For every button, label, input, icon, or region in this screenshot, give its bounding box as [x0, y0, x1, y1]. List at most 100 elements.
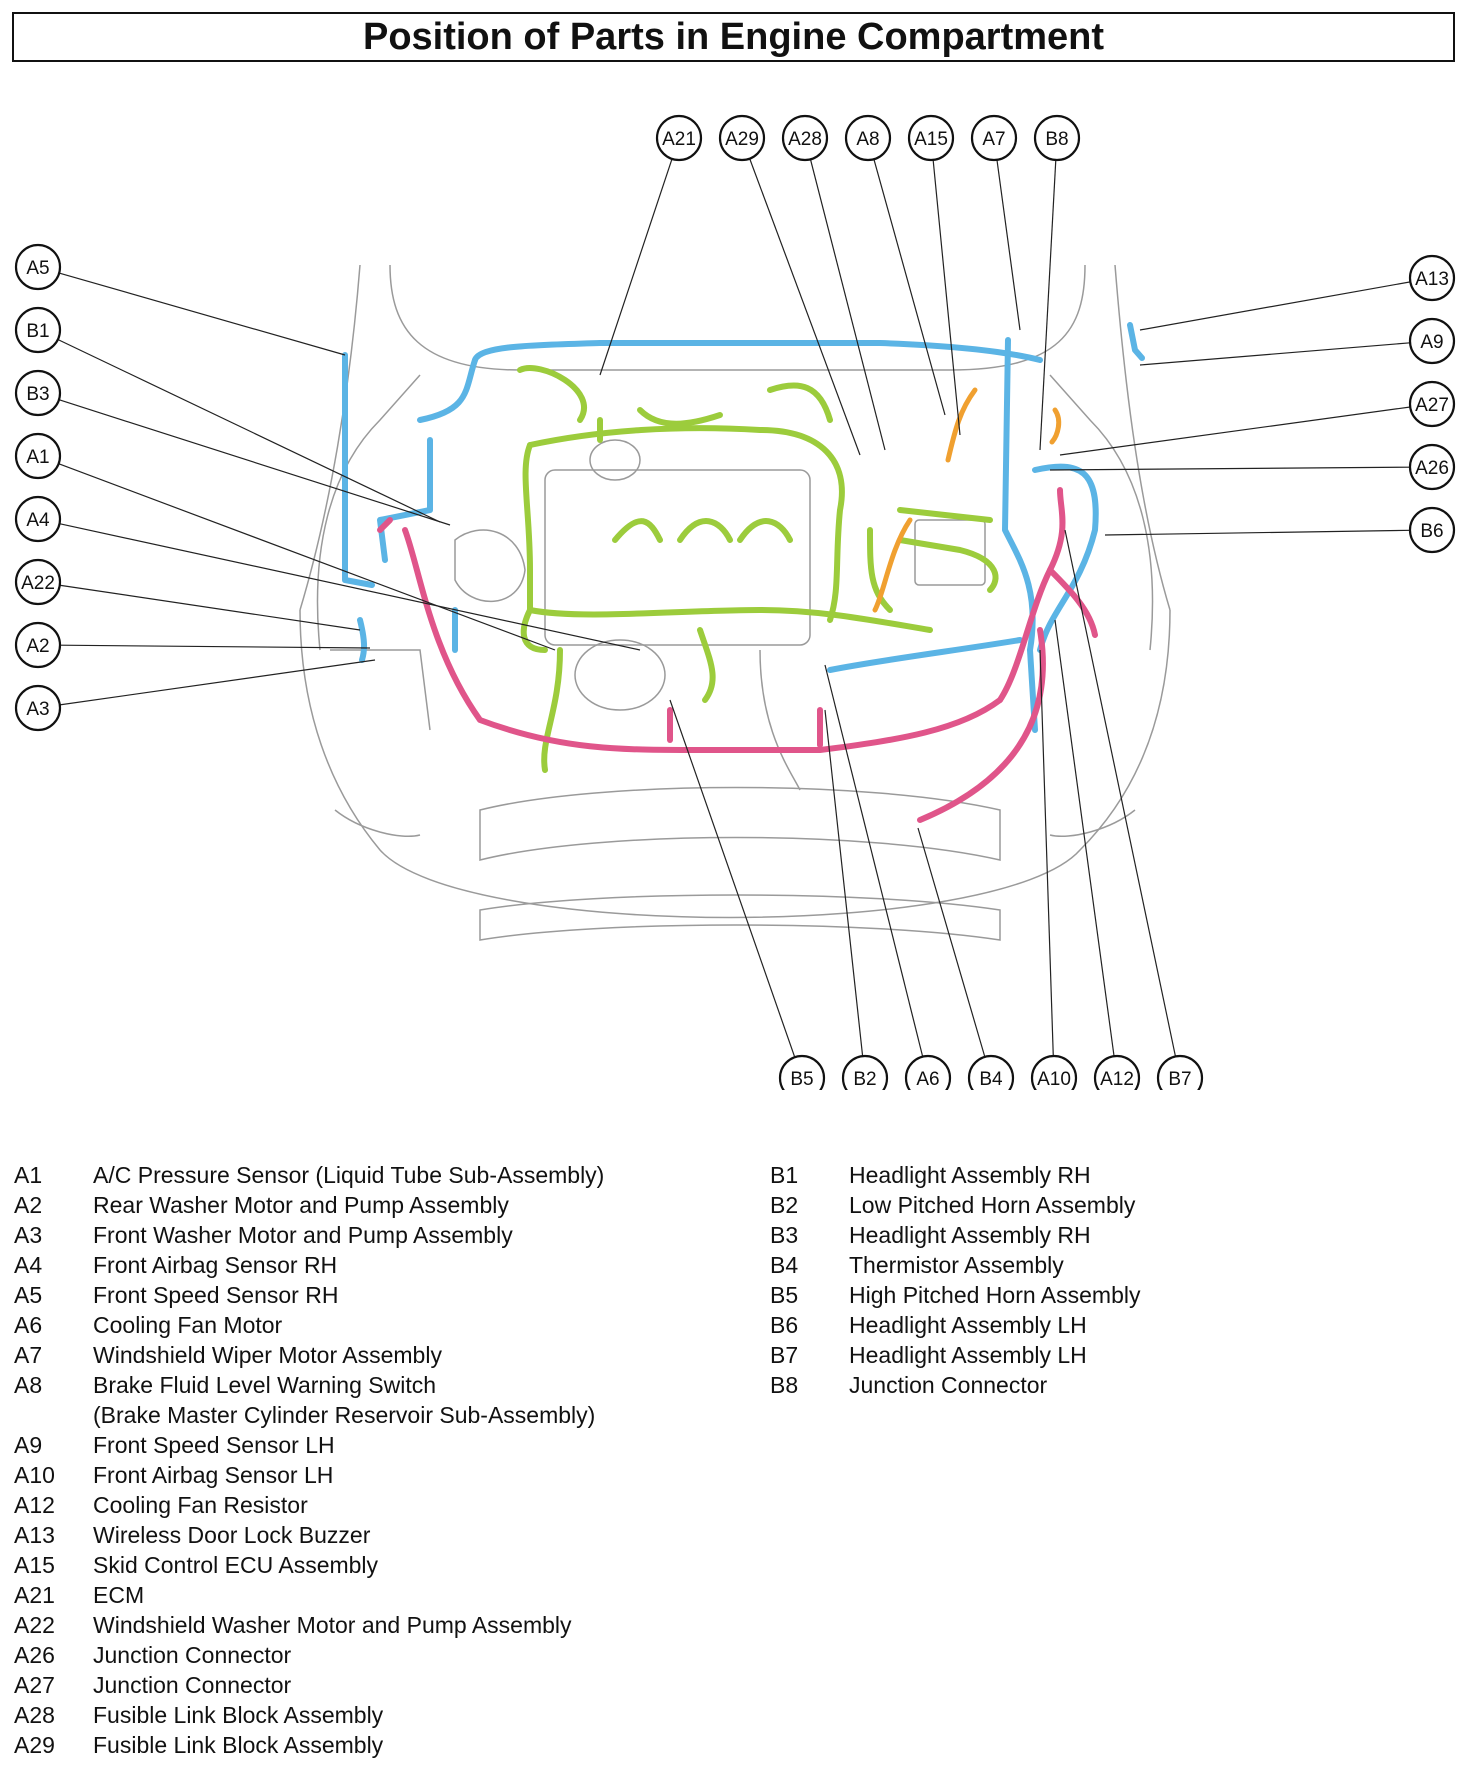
legend-part-name: Headlight Assembly RH	[849, 1222, 1091, 1248]
leader-line-a9	[1139, 342, 1411, 366]
callout-label: B4	[979, 1069, 1003, 1090]
leader-line-a5	[58, 272, 346, 356]
legend-code: A21	[14, 1582, 55, 1608]
legend-a-row: A4 Front Airbag Sensor RH	[14, 1250, 754, 1280]
legend-part-name: Windshield Washer Motor and Pump Assembl…	[93, 1612, 572, 1638]
parts-legend-a-series: A1 A/C Pressure Sensor (Liquid Tube Sub-A…	[14, 1160, 754, 1760]
legend-code: A1	[14, 1162, 43, 1188]
callout-circle	[1408, 506, 1456, 554]
leader-line-a12	[1054, 619, 1115, 1057]
legend-code: A5	[14, 1282, 43, 1308]
leader-line-a22	[59, 584, 361, 631]
callout-label: A9	[1420, 332, 1443, 353]
callout-circle	[14, 558, 62, 606]
legend-code: B6	[770, 1312, 799, 1338]
callout-circle	[655, 114, 703, 162]
callout-a5: A5	[14, 243, 62, 291]
callout-a15: A15	[907, 114, 955, 162]
callout-circle	[781, 114, 829, 162]
legend-code: B7	[770, 1342, 799, 1368]
callout-label: A5	[26, 258, 49, 279]
legend-code: A4	[14, 1252, 43, 1278]
callout-circle	[1156, 1054, 1204, 1090]
leader-line-b4	[917, 827, 986, 1058]
callout-label: A4	[26, 510, 50, 531]
callout-b7: B7	[1156, 1054, 1204, 1090]
legend-part-name: Brake Fluid Level Warning Switch	[93, 1372, 437, 1398]
callout-circle	[14, 495, 62, 543]
leader-line-a1	[58, 463, 556, 651]
callout-label: A2	[26, 636, 49, 657]
leader-line-b5	[669, 699, 796, 1058]
callout-a1: A1	[14, 432, 62, 480]
callout-circle	[1033, 114, 1081, 162]
legend-part-name: Front Washer Motor and Pump Assembly	[93, 1222, 513, 1248]
legend-part-name: Front Speed Sensor RH	[93, 1282, 339, 1308]
leader-line-b1	[57, 338, 441, 523]
callout-label: A8	[856, 129, 879, 150]
callout-circle	[1408, 443, 1456, 491]
callout-circle	[718, 114, 766, 162]
legend-part-name: Junction Connector	[93, 1672, 292, 1698]
callout-circle	[14, 369, 62, 417]
callout-a3: A3	[14, 684, 62, 732]
legend-part-name: High Pitched Horn Assembly	[849, 1282, 1141, 1308]
legend-code	[14, 1400, 93, 1430]
blue-wire-harness	[342, 322, 1145, 733]
legend-code: A2	[14, 1192, 43, 1218]
legend-part-name: A/C Pressure Sensor (Liquid Tube Sub-Ass…	[93, 1162, 605, 1188]
leader-line-a13	[1139, 281, 1411, 331]
callout-circle	[907, 114, 955, 162]
legend-code: A29	[14, 1732, 55, 1758]
callout-b1: B1	[14, 306, 62, 354]
legend-part-name: Front Airbag Sensor RH	[93, 1252, 338, 1278]
callout-a8: A8	[844, 114, 892, 162]
page-title: Position of Parts in Engine Compartment	[12, 12, 1455, 62]
legend-code: A28	[14, 1702, 55, 1728]
callout-circle	[841, 1054, 889, 1090]
callout-a28: A28	[781, 114, 829, 162]
callout-label: B6	[1420, 521, 1443, 542]
callout-circle	[967, 1054, 1015, 1090]
callout-circle	[1030, 1054, 1078, 1090]
legend-part-name: Junction Connector	[849, 1372, 1048, 1398]
callout-circle	[14, 243, 62, 291]
callout-label: A7	[982, 129, 1005, 150]
legend-code: A26	[14, 1642, 55, 1668]
callout-label: B5	[790, 1069, 813, 1090]
legend-part-name: Wireless Door Lock Buzzer	[93, 1522, 371, 1548]
callout-circle	[1408, 380, 1456, 428]
legend-code: A6	[14, 1312, 43, 1338]
legend-code: B1	[770, 1162, 799, 1188]
car-body-outline	[299, 264, 1171, 941]
legend-code: A15	[14, 1552, 55, 1578]
leader-line-a10	[1039, 649, 1054, 1057]
leader-line-a2	[59, 644, 371, 649]
callout-label: A26	[1415, 458, 1449, 479]
callout-circle	[14, 684, 62, 732]
green-wire-harness	[517, 365, 999, 773]
callout-a21: A21	[655, 114, 703, 162]
legend-code: B4	[770, 1252, 799, 1278]
legend-code: A8	[14, 1372, 43, 1398]
leader-line-a26	[1049, 466, 1411, 471]
callout-circle	[1408, 317, 1456, 365]
callout-label: A22	[21, 573, 55, 594]
callout-a22: A22	[14, 558, 62, 606]
callout-b6: B6	[1408, 506, 1456, 554]
leader-line-a28	[809, 159, 886, 451]
callout-label: B8	[1045, 129, 1068, 150]
callout-label: B7	[1168, 1069, 1191, 1090]
legend-part-name: Skid Control ECU Assembly	[93, 1552, 379, 1578]
